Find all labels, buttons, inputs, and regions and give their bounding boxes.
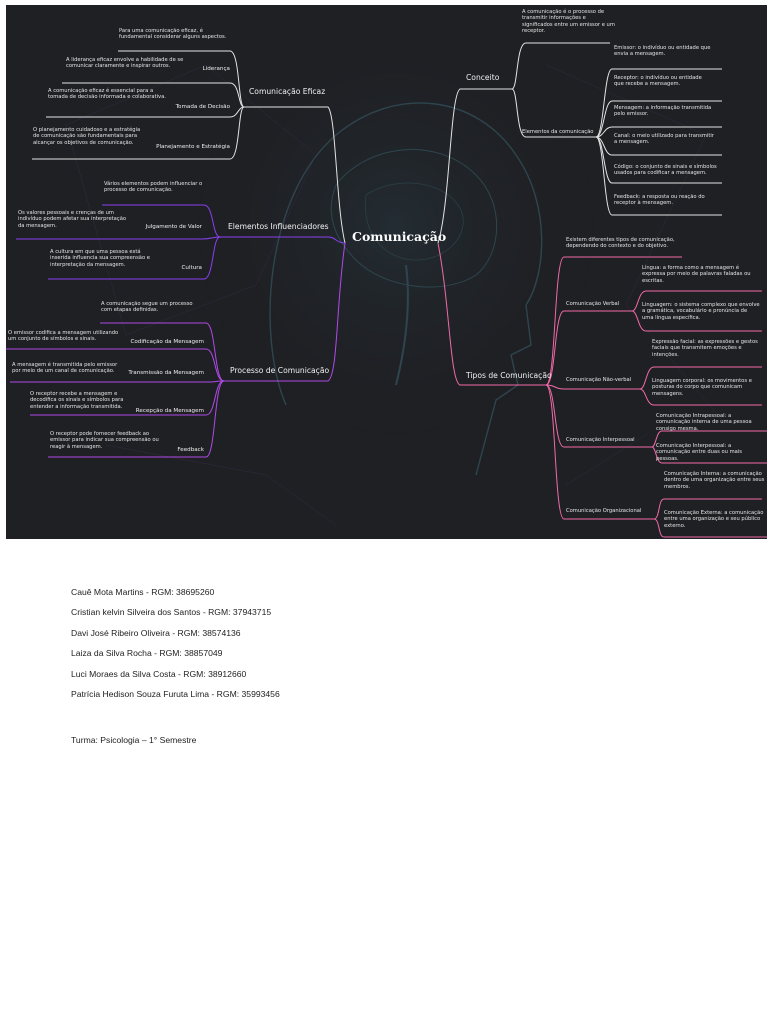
- processo-transmissao-label[interactable]: Transmissão da Mensagem: [128, 370, 204, 376]
- branch-processo-lines: [6, 242, 346, 458]
- tipos-organizacional-item-externa: Comunicação Externa: a comunicação entre…: [664, 510, 764, 529]
- elementos-intro: Vários elementos podem influenciar o pro…: [104, 181, 203, 194]
- tipos-naoverbal-item-corporal: Linguagem corporal: os movimentos e post…: [652, 378, 752, 397]
- tipos-interpessoal-item-intra: Comunicação Intrapessoal: a comunicação …: [656, 413, 752, 432]
- mind-map: Comunicação Comunicação Eficaz Para uma …: [6, 5, 767, 539]
- branch-conceito-title[interactable]: Conceito: [466, 73, 500, 82]
- elementos-cultura-label[interactable]: Cultura: [181, 265, 202, 271]
- branch-eficaz-title[interactable]: Comunicação Eficaz: [249, 87, 326, 96]
- tipos-organizacional-label[interactable]: Comunicação Organizacional: [566, 508, 642, 514]
- central-topic[interactable]: Comunicação: [352, 229, 447, 244]
- processo-feedback-desc: O receptor pode fornecer feedback ao emi…: [50, 431, 159, 450]
- author-name: Luci Moraes da Silva Costa - RGM: 389126…: [71, 668, 247, 679]
- head-illustration: [65, 25, 727, 526]
- branch-tipos-lines: [437, 242, 767, 538]
- author-name: Patrícia Hedison Souza Furuta Lima - RGM…: [71, 688, 280, 699]
- tipos-verbal-item-linguagem: Linguagem: o sistema complexo que envolv…: [642, 302, 760, 321]
- eficaz-lideranca-desc: A liderança eficaz envolve a habilidade …: [66, 57, 184, 70]
- class-info: Turma: Psicologia – 1° Semestre: [71, 735, 197, 745]
- processo-transmissao-desc: A mensagem é transmitida pelo emissor po…: [12, 362, 118, 375]
- author-list: Cauê Mota Martins - RGM: 38695260 Cristi…: [71, 587, 280, 709]
- author-name: Cauê Mota Martins - RGM: 38695260: [71, 587, 215, 597]
- conceito-item-mensagem: Mensagem: a informação transmitida pelo …: [614, 105, 712, 118]
- tipos-intro: Existem diferentes tipos de comunicação,…: [566, 237, 675, 250]
- eficaz-planejamento-label[interactable]: Planejamento e Estratégia: [156, 144, 230, 150]
- conceito-item-emissor: Emissor: o indivíduo ou entidade que env…: [614, 45, 711, 58]
- processo-codificacao-label[interactable]: Codificação da Mensagem: [130, 339, 204, 345]
- conceito-item-receptor: Receptor: o indivíduo ou entidade que re…: [614, 75, 702, 88]
- processo-intro: A comunicação segue um processo com etap…: [101, 301, 193, 314]
- processo-codificacao-desc: O emissor codifica a mensagem utilizando…: [8, 330, 119, 343]
- eficaz-decisao-desc: A comunicação eficaz é essencial para a …: [48, 88, 166, 101]
- author-name: Cristian kelvin Silveira dos Santos - RG…: [71, 607, 272, 618]
- branch-conceito-lines: [437, 42, 722, 244]
- eficaz-decisao-label[interactable]: Tomada de Decisão: [175, 104, 230, 110]
- eficaz-lideranca-label[interactable]: Liderança: [202, 66, 230, 72]
- branch-eficaz-lines: [32, 50, 346, 244]
- conceito-item-canal: Canal: o meio utilizado para transmitir …: [614, 133, 714, 146]
- author-name: Laiza da Silva Rocha - RGM: 38857049: [71, 648, 223, 659]
- tipos-naoverbal-item-expressao: Expressão facial: as expressões e gestos…: [652, 339, 758, 358]
- elementos-julgamento-label[interactable]: Julgamento de Valor: [145, 224, 202, 230]
- processo-recepcao-label[interactable]: Recepção da Mensagem: [135, 408, 204, 414]
- mind-map-connectors: [6, 25, 767, 538]
- processo-recepcao-desc: O receptor recebe a mensagem e decodific…: [30, 391, 124, 410]
- tipos-verbal-label[interactable]: Comunicação Verbal: [566, 301, 620, 307]
- author-name: Davi José Ribeiro Oliveira - RGM: 385741…: [71, 627, 241, 638]
- tipos-naoverbal-label[interactable]: Comunicação Não-verbal: [566, 377, 632, 383]
- elementos-julgamento-desc: Os valores pessoais e crenças de um indi…: [18, 210, 127, 229]
- conceito-item-feedback: Feedback: a resposta ou reação do recept…: [614, 194, 705, 207]
- branch-elementos-lines: [16, 204, 346, 280]
- conceito-item-codigo: Código: o conjunto de sinais e símbolos …: [614, 164, 717, 177]
- tipos-organizacional-item-interna: Comunicação Interna: a comunicação dentr…: [664, 471, 765, 490]
- tipos-verbal-item-lingua: Língua: a forma como a mensagem é expres…: [642, 265, 751, 284]
- eficaz-planejamento-desc: O planejamento cuidadoso e a estratégia …: [33, 127, 141, 146]
- branch-processo-title[interactable]: Processo de Comunicação: [230, 366, 330, 375]
- branch-elementos-title[interactable]: Elementos Influenciadores: [228, 222, 329, 231]
- eficaz-intro: Para uma comunicação eficaz, é fundament…: [119, 28, 227, 41]
- elementos-cultura-desc: A cultura em que uma pessoa está inserid…: [50, 249, 150, 268]
- conceito-elementos-label[interactable]: Elementos da comunicação: [522, 129, 594, 135]
- branch-tipos-title[interactable]: Tipos de Comunicação: [466, 371, 552, 380]
- processo-feedback-label[interactable]: Feedback: [177, 447, 204, 453]
- tipos-interpessoal-label[interactable]: Comunicação Interpessoal: [566, 437, 635, 443]
- tipos-interpessoal-item-inter: Comunicação Interpessoal: a comunicação …: [656, 443, 742, 462]
- conceito-intro: A comunicação é o processo de transmitir…: [522, 9, 615, 35]
